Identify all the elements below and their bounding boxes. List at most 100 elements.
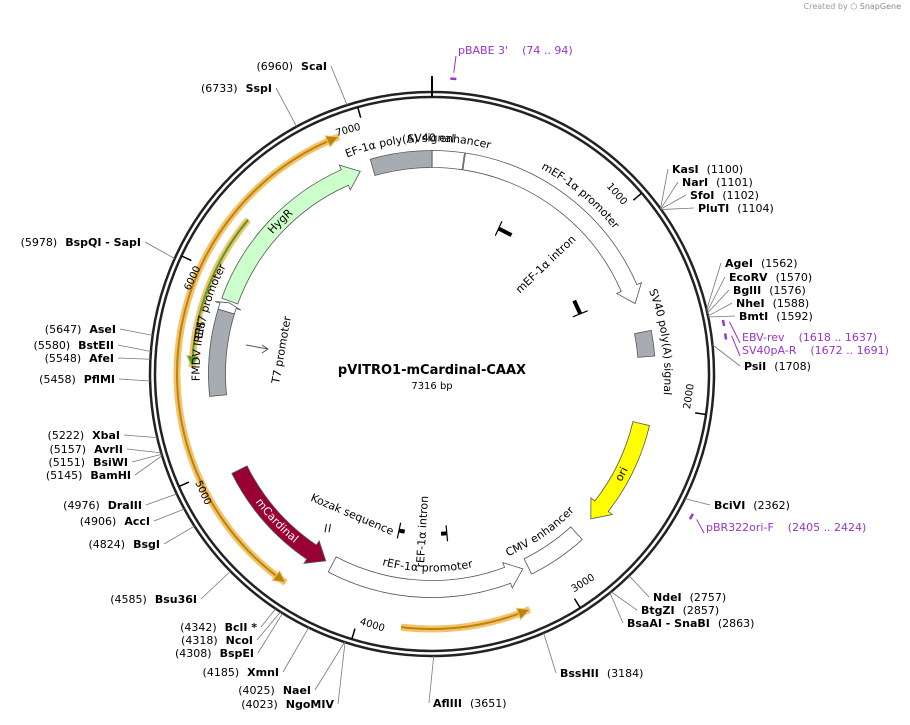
- site-label: NdeI(2757): [653, 591, 726, 604]
- primer-bar: [688, 513, 694, 520]
- feature-label: rEF-1α promoter: [381, 555, 474, 574]
- site-ngomiv[interactable]: (4023)NgoMIV: [241, 642, 346, 711]
- feature-mef-1-promoter[interactable]: mEF-1α promoter: [462, 141, 655, 305]
- site-sfoi[interactable]: SfoI(1102): [660, 189, 759, 210]
- tick-label: 3000: [570, 572, 597, 595]
- site-afei[interactable]: (5548)AfeI: [45, 352, 151, 365]
- primer-ebv-rev[interactable]: EBV-rev(1618 .. 1637): [721, 319, 877, 344]
- site-bcivi[interactable]: BciVI(2362): [684, 498, 790, 512]
- site-leader: [610, 591, 638, 611]
- site-scai[interactable]: (6960)ScaI: [256, 60, 348, 106]
- snapgene-credit: Created by ⬡ SnapGene: [804, 2, 901, 11]
- feature-shape: [634, 329, 656, 358]
- site-ecorv[interactable]: EcoRV(1570): [706, 271, 812, 312]
- site-btgzi[interactable]: BtgZI(2857): [610, 591, 719, 617]
- site-label: (5145)BamHI: [46, 469, 131, 482]
- site-bsteii[interactable]: (5580)BstEII: [34, 339, 151, 352]
- primer-leader: [729, 321, 741, 344]
- site-label: (4023)NgoMIV: [241, 698, 334, 711]
- feature-shape: [327, 556, 524, 598]
- site-draiii[interactable]: (4976)DraIII: [63, 493, 177, 512]
- primer-pbabe-3[interactable]: pBABE 3'(74 .. 94): [450, 44, 573, 81]
- site-bspei[interactable]: (4308)BspEI: [175, 612, 283, 660]
- plasmid-length: 7316 bp: [411, 381, 452, 392]
- site-xbai[interactable]: (5222)XbaI: [48, 429, 158, 442]
- tick-mark: [573, 598, 581, 609]
- credit-brand: SnapGene: [859, 2, 901, 11]
- site-kasi[interactable]: KasI(1100): [660, 163, 744, 209]
- feature-shape: [431, 150, 465, 171]
- site-leader: [628, 575, 650, 598]
- site-nhei[interactable]: NheI(1588): [707, 297, 809, 317]
- site-bsaai-snabi[interactable]: BsaAI - SnaBI(2863): [609, 592, 754, 630]
- site-bsiwi[interactable]: (5151)BsiWI: [48, 453, 162, 469]
- primer-pbr322ori-f[interactable]: pBR322ori-F(2405 .. 2424): [688, 513, 866, 534]
- orf-line: [182, 135, 340, 318]
- site-bsgi[interactable]: (4824)BsgI: [89, 525, 195, 551]
- site-psii[interactable]: PsiI(1708): [712, 344, 811, 373]
- site-leader: [119, 328, 153, 336]
- site-avrii[interactable]: (5157)AvrII: [50, 443, 162, 456]
- site-label: (5978)BspQI - SapI: [21, 236, 141, 249]
- site-agei[interactable]: AgeI(1562): [706, 257, 798, 311]
- site-leader: [684, 498, 711, 506]
- site-leader: [708, 315, 736, 318]
- site-leader: [337, 642, 346, 705]
- site-label: PsiI(1708): [744, 360, 811, 373]
- intron-exon-bar: [572, 299, 583, 315]
- site-nari[interactable]: NarI(1101): [660, 176, 753, 210]
- primer-leader: [696, 519, 705, 534]
- tick-label: 4000: [358, 617, 386, 635]
- site-label: BtgZI(2857): [641, 604, 719, 617]
- feature-ori[interactable]: ori: [584, 414, 650, 527]
- feature-shape: [215, 301, 242, 315]
- site-leader: [275, 87, 297, 127]
- site-label: (4025)NaeI: [238, 684, 311, 697]
- site-leader: [200, 570, 231, 600]
- site-acci[interactable]: (4906)AccI: [80, 508, 185, 528]
- plasmid-backbone: [148, 76, 716, 658]
- feature-shape: [590, 421, 650, 520]
- site-label: PluTI(1104): [698, 202, 774, 215]
- orf-arrowhead: [515, 607, 531, 621]
- site-bsshii[interactable]: BssHII(3184): [543, 632, 644, 680]
- site-ndei[interactable]: NdeI(2757): [628, 575, 726, 604]
- orf-arrowhead: [271, 569, 287, 584]
- feature-hygr[interactable]: HygR: [221, 164, 361, 305]
- site-pluti[interactable]: PluTI(1104): [661, 202, 774, 215]
- site-asei[interactable]: (5647)AseI: [45, 323, 153, 336]
- primer-label: SV40pA-R(1672 .. 1691): [742, 344, 889, 357]
- feature-label-path: [230, 171, 361, 301]
- site-label: (4906)AccI: [80, 515, 150, 528]
- feature-label: ori: [613, 465, 631, 484]
- primer-sv40pa-r[interactable]: SV40pA-R(1672 .. 1691): [723, 333, 889, 357]
- inner-label-text: T7 promoter: [269, 315, 294, 386]
- site-xmni[interactable]: (4185)XmnI: [203, 627, 310, 679]
- site-leader: [543, 632, 557, 674]
- site-leader: [660, 194, 687, 210]
- site-sspi[interactable]: (6733)SspI: [201, 82, 297, 127]
- site-leader: [661, 207, 695, 210]
- site-bamhi[interactable]: (5145)BamHI: [46, 455, 163, 482]
- site-bmti[interactable]: BmtI(1592): [708, 310, 813, 323]
- kozak-mark: [328, 523, 331, 533]
- site-bglii[interactable]: BglII(1576): [707, 284, 806, 314]
- feature-sv40-poly-a-signal[interactable]: SV40 poly(A) signal: [634, 274, 675, 412]
- site-bsu36i[interactable]: (4585)Bsu36I: [110, 570, 231, 606]
- site-bspqi-sapi[interactable]: (5978)BspQI - SapI: [21, 236, 175, 259]
- site-bcli[interactable]: (4342)BclI *: [180, 608, 277, 634]
- site-label: SfoI(1102): [690, 189, 759, 202]
- primer-label: EBV-rev(1618 .. 1637): [742, 331, 877, 344]
- site-afliii[interactable]: AflIII(3651): [428, 655, 507, 710]
- site-naei[interactable]: (4025)NaeI: [238, 641, 345, 697]
- tick-label: 2000: [682, 383, 697, 410]
- site-pflmi[interactable]: (5458)PflMI: [39, 373, 151, 386]
- site-ncoi[interactable]: (4318)NcoI: [181, 611, 281, 647]
- site-label: AgeI(1562): [725, 257, 798, 270]
- feature-cmv-enhancer[interactable]: CMV enhancer: [489, 495, 584, 575]
- intron-exon-bar: [398, 528, 406, 534]
- site-label: (4185)XmnI: [203, 666, 279, 679]
- site-label: (4585)Bsu36I: [110, 593, 197, 606]
- site-leader: [144, 241, 175, 259]
- feature-shape: [369, 150, 433, 177]
